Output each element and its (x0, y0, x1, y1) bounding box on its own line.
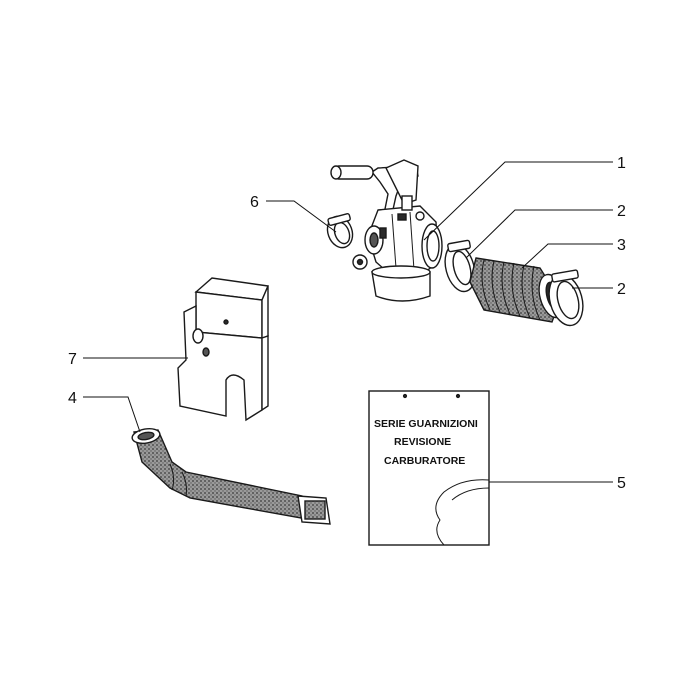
leader-1 (423, 161, 613, 241)
callout-2b: 2 (617, 281, 626, 298)
callout-6: 6 (250, 194, 259, 211)
callout-2a: 2 (617, 203, 626, 220)
callout-3: 3 (617, 237, 626, 254)
kit-title-line2: REVISIONE (394, 436, 451, 448)
clamp-2a-part (444, 239, 476, 293)
leader-4 (83, 396, 141, 433)
intake-duct-4-part (131, 427, 331, 525)
leader-3 (521, 243, 613, 269)
callout-5: 5 (617, 475, 626, 492)
callout-numbers: 1 2 3 2 6 7 4 5 (68, 155, 626, 492)
callout-1: 1 (617, 155, 626, 172)
leader-lines (83, 161, 613, 483)
kit-title-line3: CARBURATORE (384, 455, 465, 467)
callout-7: 7 (68, 351, 77, 368)
callout-4: 4 (68, 390, 77, 407)
clamp-6-part (326, 213, 354, 249)
carburetor-part (330, 159, 443, 302)
kit-title-line1: SERIE GUARNIZIONI (374, 418, 478, 430)
leader-2a (465, 209, 613, 259)
gasket-kit-5-part: SERIE GUARNIZIONI REVISIONE CARBURATORE (368, 390, 490, 546)
clamp-2b-part (548, 269, 584, 327)
leader-6 (266, 200, 337, 233)
bracket-7-part (177, 277, 270, 422)
